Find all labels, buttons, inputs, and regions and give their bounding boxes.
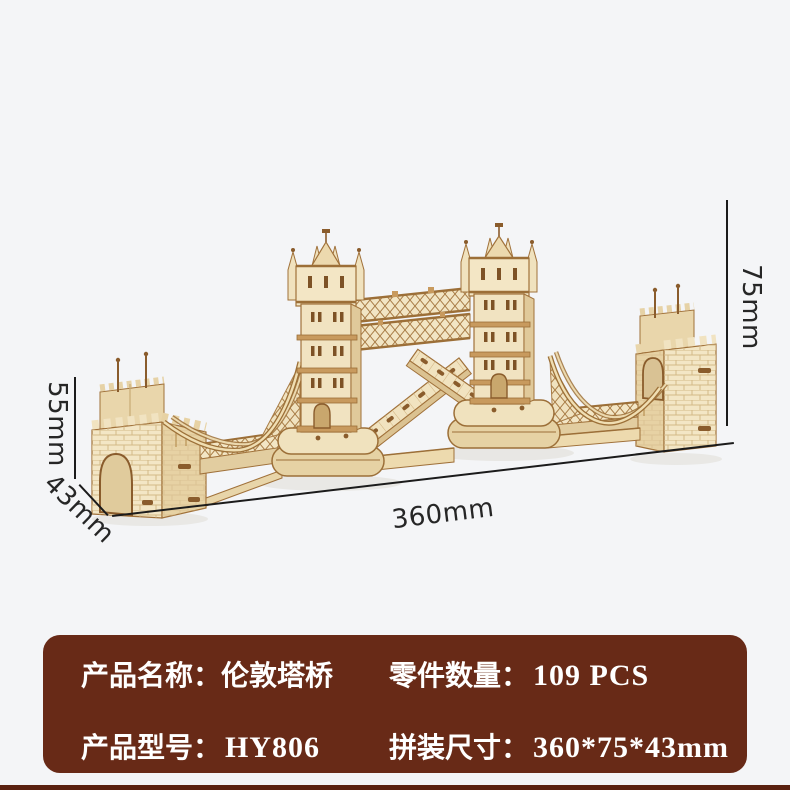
left-abutment-tower (91, 351, 207, 519)
model-number-value: HY806 (225, 731, 321, 764)
spec-assembled-size: 拼装尺寸： 360*75*43mm (389, 726, 729, 766)
left-tower-platform (271, 427, 385, 477)
base-planks (205, 427, 641, 507)
right-main-tower (460, 223, 538, 405)
assembled-size-value: 360*75*43mm (533, 731, 729, 764)
spec-panel: 产品名称： 伦敦塔桥 零件数量： 109 PCS 产品型号： HY806 拼装尺… (43, 635, 747, 773)
dim-pier-height-label: 55mm (42, 381, 72, 467)
model-number-label: 产品型号： (81, 731, 222, 764)
dim-height-line (726, 200, 728, 426)
product-name-value: 伦敦塔桥 (221, 659, 334, 692)
assembled-size-label: 拼装尺寸： (389, 731, 530, 764)
spec-row-2: 产品型号： HY806 拼装尺寸： 360*75*43mm (81, 724, 747, 768)
dim-pier-height-line (74, 377, 76, 479)
right-abutment-tower (635, 283, 717, 453)
upper-walkways (354, 286, 471, 352)
right-tower-platform (447, 399, 561, 449)
spec-model-number: 产品型号： HY806 (81, 726, 389, 766)
product-name-label: 产品名称： (81, 659, 222, 692)
spec-row-1: 产品名称： 伦敦塔桥 零件数量： 109 PCS (81, 652, 747, 696)
left-main-tower (287, 229, 365, 433)
parts-count-label: 零件数量： (389, 659, 530, 692)
bottom-strip (0, 785, 790, 790)
spec-parts-count: 零件数量： 109 PCS (389, 654, 649, 694)
dim-height-label: 75mm (736, 264, 766, 350)
left-suspension-span (162, 356, 309, 475)
spec-product-name: 产品名称： 伦敦塔桥 (81, 654, 389, 694)
right-suspension-span (547, 351, 668, 439)
parts-count-value: 109 PCS (533, 659, 650, 692)
